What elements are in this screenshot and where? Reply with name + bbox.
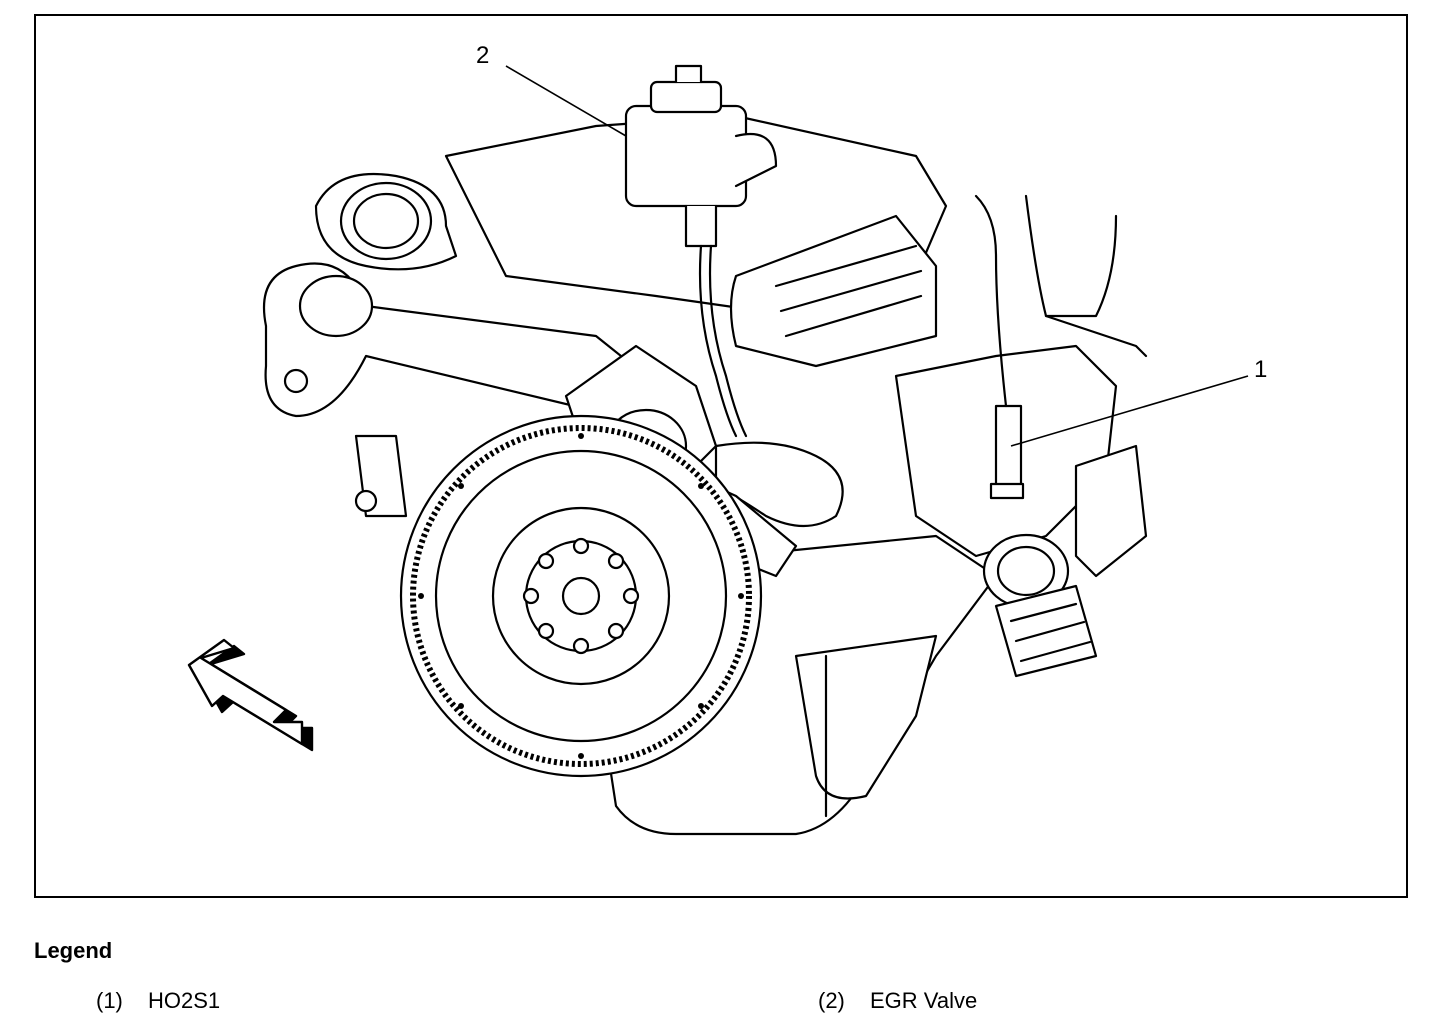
legend-entry-2: (2) EGR Valve: [818, 988, 977, 1014]
flywheel: [399, 414, 763, 778]
coolant-hose: [714, 441, 844, 527]
engine-illustration: [187, 64, 1249, 836]
legend-title: Legend: [34, 938, 113, 963]
callout-1-label: 1: [1254, 356, 1268, 383]
valve-cover: [729, 214, 938, 368]
diagram-frame: 2 1: [34, 14, 1408, 898]
oil-pan: [794, 634, 938, 800]
wiring-harness: [1024, 194, 1118, 318]
callout-2-leader: [505, 65, 627, 137]
ho2s1-sensor: [974, 194, 1025, 500]
legend-entry-1: (1) HO2S1: [96, 988, 220, 1014]
legend-entry-number: (1): [96, 988, 123, 1013]
callout-2-label: 2: [476, 42, 490, 69]
legend-entry-number: (2): [818, 988, 845, 1013]
egr-tube: [698, 244, 738, 438]
legend-entry-text: EGR Valve: [870, 988, 978, 1013]
front-arrow: [187, 638, 314, 752]
callout-1-leader: [1010, 375, 1249, 447]
oil-filter: [994, 584, 1098, 678]
legend-entry-text: HO2S1: [148, 988, 221, 1013]
